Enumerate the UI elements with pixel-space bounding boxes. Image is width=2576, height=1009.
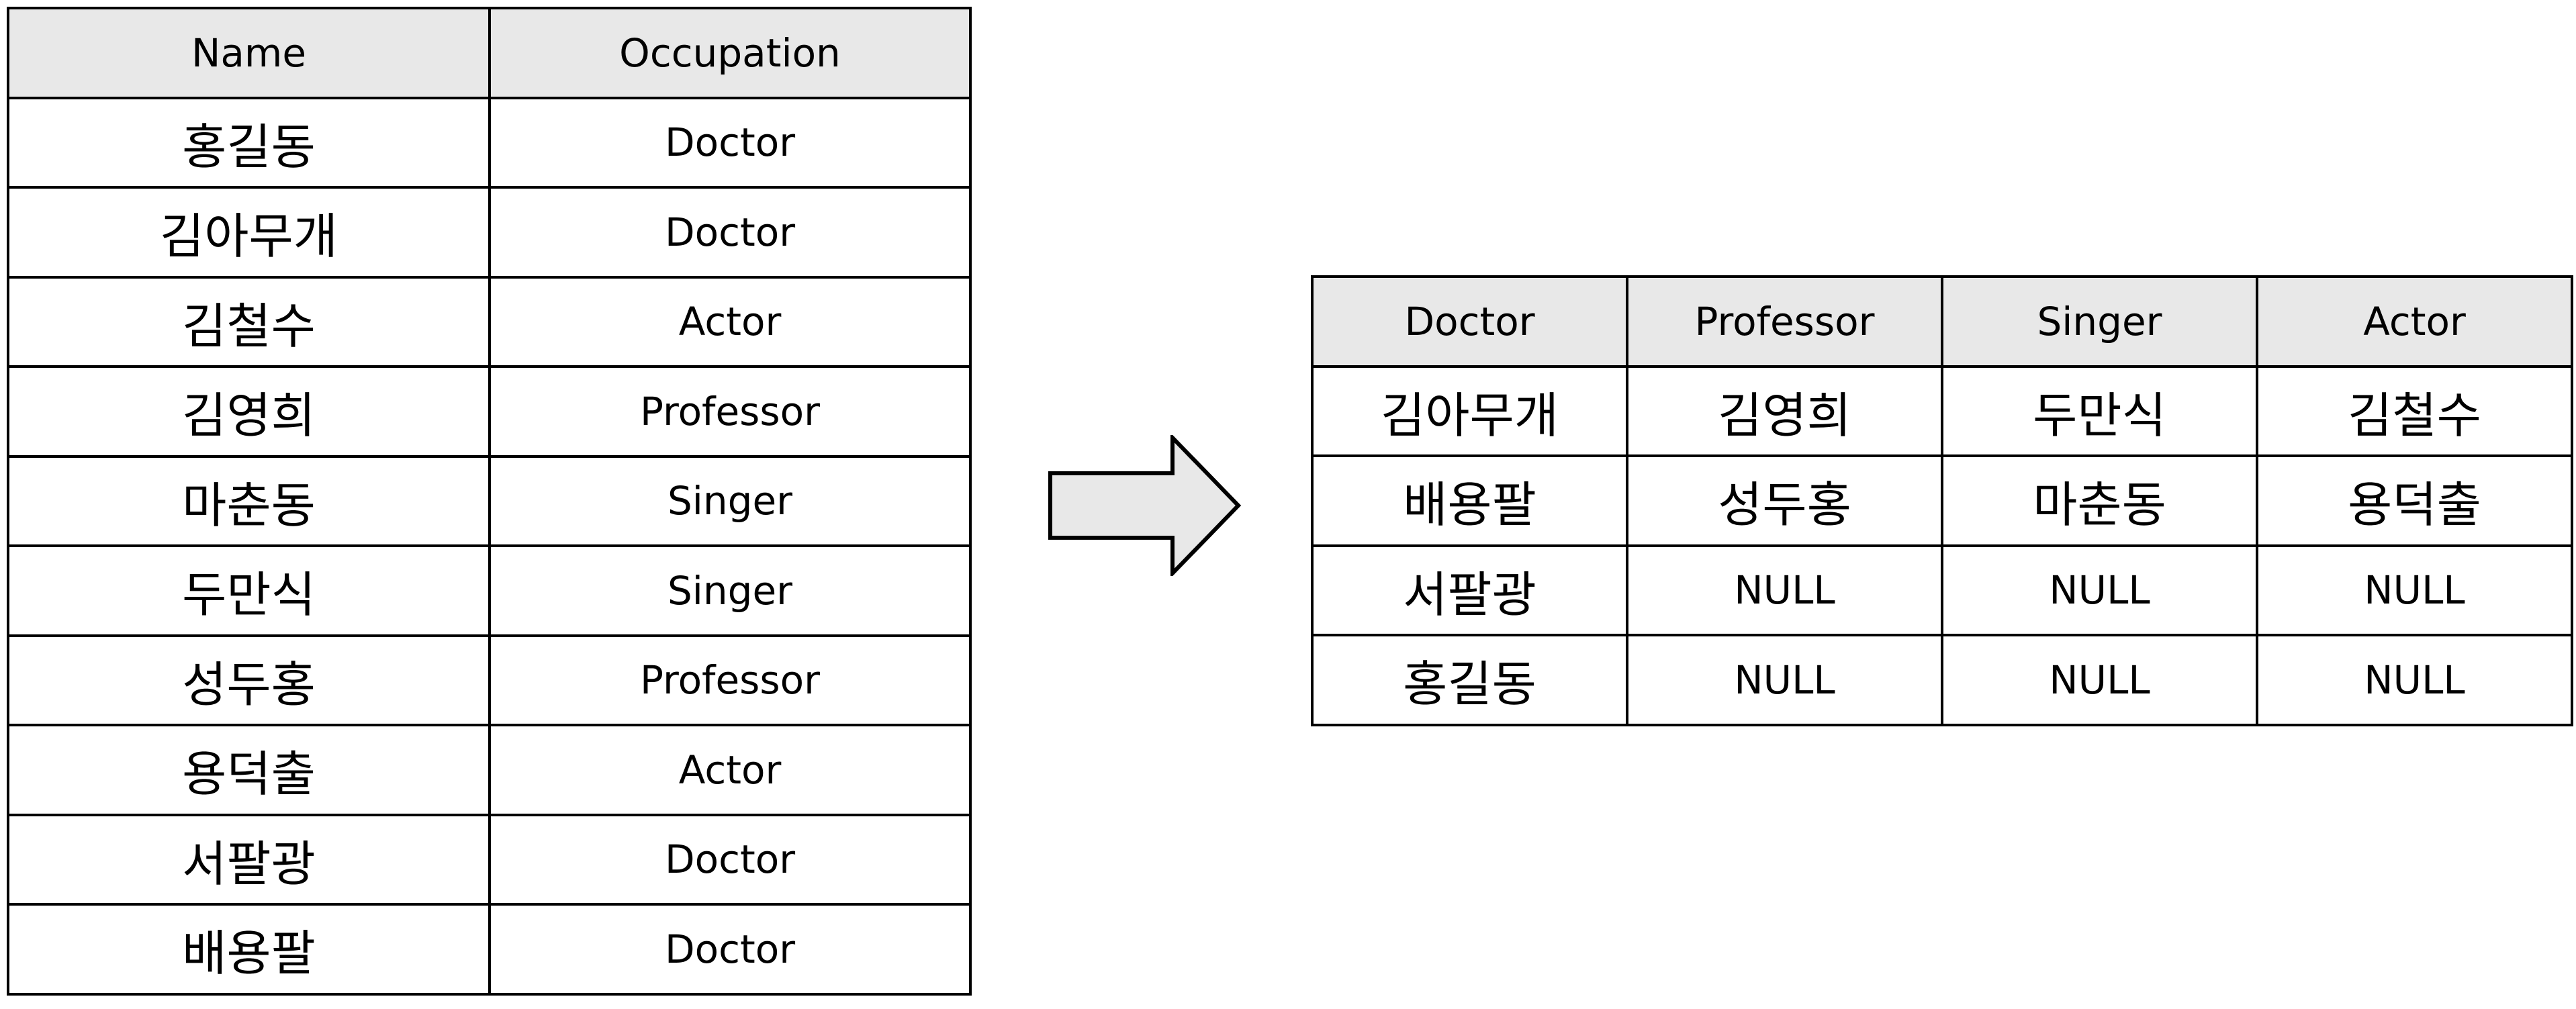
result-cell-null: NULL (1626, 544, 1943, 636)
result-cell-null: NULL (2256, 634, 2573, 726)
source-row: 김영희 Professor (7, 365, 972, 458)
source-cell-name: 용덕출 (7, 724, 491, 816)
result-cell: 배용팔 (1311, 454, 1628, 547)
source-cell-occupation: Singer (488, 544, 972, 637)
source-table: Name Occupation 홍길동 Doctor 김아무개 Doctor 김… (7, 7, 972, 996)
result-cell-null: NULL (1626, 634, 1943, 726)
result-cell: 김영희 (1626, 365, 1943, 457)
source-header-name: Name (7, 7, 491, 99)
source-cell-occupation: Actor (488, 724, 972, 816)
source-row: 두만식 Singer (7, 544, 972, 637)
result-header-row: Doctor Professor Singer Actor (1311, 275, 2573, 368)
result-row: 홍길동 NULL NULL NULL (1311, 634, 2573, 726)
source-row: 홍길동 Doctor (7, 96, 972, 189)
source-cell-occupation: Singer (488, 454, 972, 547)
result-cell: 서팔광 (1311, 544, 1628, 636)
result-cell-null: NULL (1941, 634, 2258, 726)
source-row: 김아무개 Doctor (7, 186, 972, 279)
result-cell: 용덕출 (2256, 454, 2573, 547)
source-cell-name: 김철수 (7, 275, 491, 368)
source-cell-name: 김아무개 (7, 186, 491, 279)
source-cell-name: 김영희 (7, 365, 491, 458)
source-row: 성두홍 Professor (7, 634, 972, 726)
source-cell-occupation: Doctor (488, 186, 972, 279)
source-cell-name: 서팔광 (7, 813, 491, 906)
result-cell: 두만식 (1941, 365, 2258, 457)
result-row: 서팔광 NULL NULL NULL (1311, 544, 2573, 636)
source-header-occupation: Occupation (488, 7, 972, 99)
source-cell-occupation: Professor (488, 365, 972, 458)
source-header-row: Name Occupation (7, 7, 972, 99)
result-header-professor: Professor (1626, 275, 1943, 368)
result-header-doctor: Doctor (1311, 275, 1628, 368)
source-row: 서팔광 Doctor (7, 813, 972, 906)
result-cell-null: NULL (2256, 544, 2573, 636)
result-cell: 김아무개 (1311, 365, 1628, 457)
result-header-actor: Actor (2256, 275, 2573, 368)
result-cell: 성두홍 (1626, 454, 1943, 547)
source-cell-name: 성두홍 (7, 634, 491, 726)
source-cell-name: 홍길동 (7, 96, 491, 189)
source-cell-occupation: Doctor (488, 96, 972, 189)
source-cell-name: 두만식 (7, 544, 491, 637)
source-cell-occupation: Doctor (488, 813, 972, 906)
result-cell: 홍길동 (1311, 634, 1628, 726)
source-row: 김철수 Actor (7, 275, 972, 368)
source-cell-name: 배용팔 (7, 903, 491, 996)
result-row: 배용팔 성두홍 마춘동 용덕출 (1311, 454, 2573, 547)
result-cell: 김철수 (2256, 365, 2573, 457)
source-row: 용덕출 Actor (7, 724, 972, 816)
source-cell-occupation: Professor (488, 634, 972, 726)
result-row: 김아무개 김영희 두만식 김철수 (1311, 365, 2573, 457)
source-row: 마춘동 Singer (7, 454, 972, 547)
source-row: 배용팔 Doctor (7, 903, 972, 996)
right-arrow-icon (1048, 435, 1242, 576)
result-table: Doctor Professor Singer Actor 김아무개 김영희 두… (1311, 275, 2573, 726)
source-cell-occupation: Actor (488, 275, 972, 368)
result-cell-null: NULL (1941, 544, 2258, 636)
result-cell: 마춘동 (1941, 454, 2258, 547)
result-header-singer: Singer (1941, 275, 2258, 368)
source-cell-name: 마춘동 (7, 454, 491, 547)
source-cell-occupation: Doctor (488, 903, 972, 996)
